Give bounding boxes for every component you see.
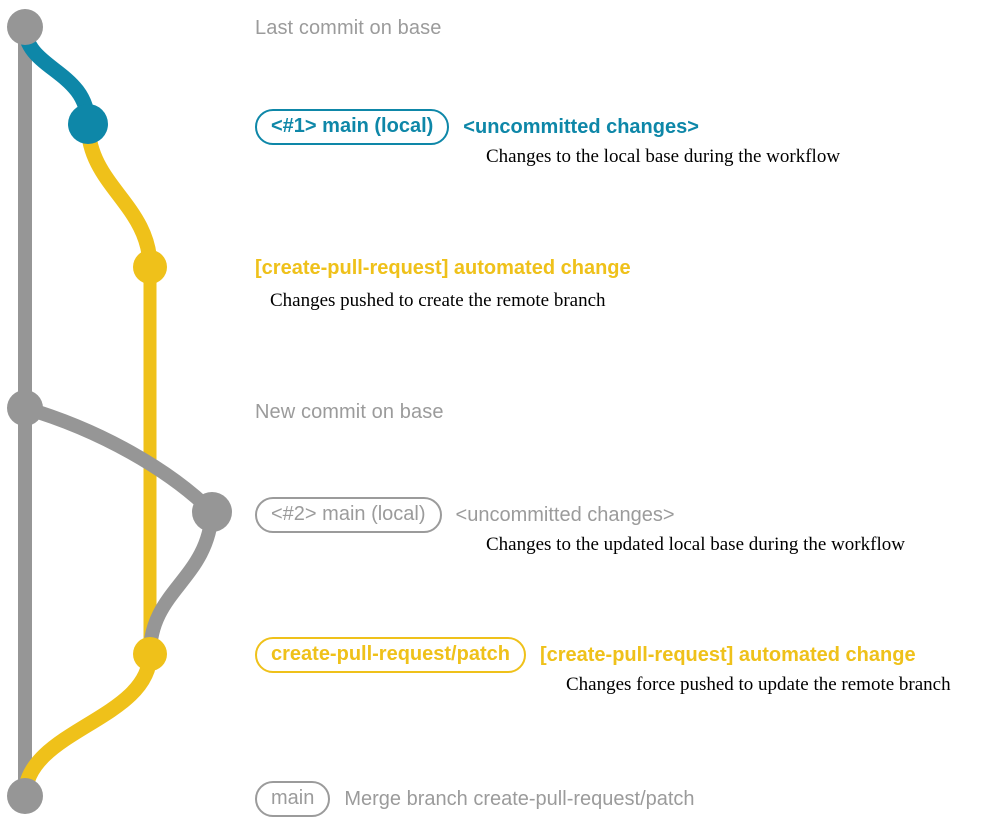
node-uncommitted-changes-1[interactable]: [68, 104, 108, 144]
node-uncommitted-changes-2[interactable]: [192, 492, 232, 532]
edge-local-1-to-automated-1: [80, 116, 158, 275]
commit-subject: [create-pull-request] automated change: [539, 644, 916, 666]
node-automated-change-1[interactable]: [133, 250, 167, 284]
commit-row-uncommitted-changes-1: <#1> main (local) <uncommitted changes>: [255, 108, 699, 146]
ref-pill-create-pull-request-patch[interactable]: create-pull-request/patch: [255, 637, 526, 673]
commit-description-2: Changes pushed to create the remote bran…: [270, 290, 606, 311]
node-automated-change-2[interactable]: [133, 637, 167, 671]
commit-description-4: Changes force pushed to update the remot…: [566, 674, 951, 695]
edge-local-2-to-automated-2: [143, 505, 219, 661]
commit-subject: <uncommitted changes>: [463, 116, 699, 138]
commit-row-last-commit-on-base: Last commit on base: [255, 12, 441, 44]
commit-subject: [create-pull-request] automated change: [255, 257, 631, 279]
commit-row-merge-commit: main Merge branch create-pull-request/pa…: [255, 780, 695, 818]
commit-subject: <uncommitted changes>: [455, 504, 675, 526]
commit-row-new-commit-on-base: New commit on base: [255, 396, 444, 428]
commit-subject: Last commit on base: [255, 17, 442, 39]
commit-row-uncommitted-changes-2: <#2> main (local) <uncommitted changes>: [255, 496, 675, 534]
edge-base-to-local-2: [18, 401, 219, 519]
ref-pill-main-local-1[interactable]: <#1> main (local): [255, 109, 450, 145]
commit-row-automated-change-2: create-pull-request/patch [create-pull-r…: [255, 636, 916, 674]
ref-pill-main-local-2[interactable]: <#2> main (local): [255, 497, 442, 533]
node-last-commit-on-base[interactable]: [7, 9, 43, 45]
commit-row-automated-change-1: [create-pull-request] automated change: [255, 253, 631, 283]
commit-description-1: Changes to the local base during the wor…: [486, 146, 841, 167]
ref-pill-main[interactable]: main: [255, 781, 331, 817]
node-merge-commit[interactable]: [7, 778, 43, 814]
edge-automated-2-to-merge: [17, 646, 158, 804]
commit-subject: Merge branch create-pull-request/patch: [344, 788, 695, 810]
commit-description-3: Changes to the updated local base during…: [486, 534, 905, 555]
node-new-commit-on-base[interactable]: [7, 390, 43, 426]
commit-subject: New commit on base: [255, 401, 444, 423]
